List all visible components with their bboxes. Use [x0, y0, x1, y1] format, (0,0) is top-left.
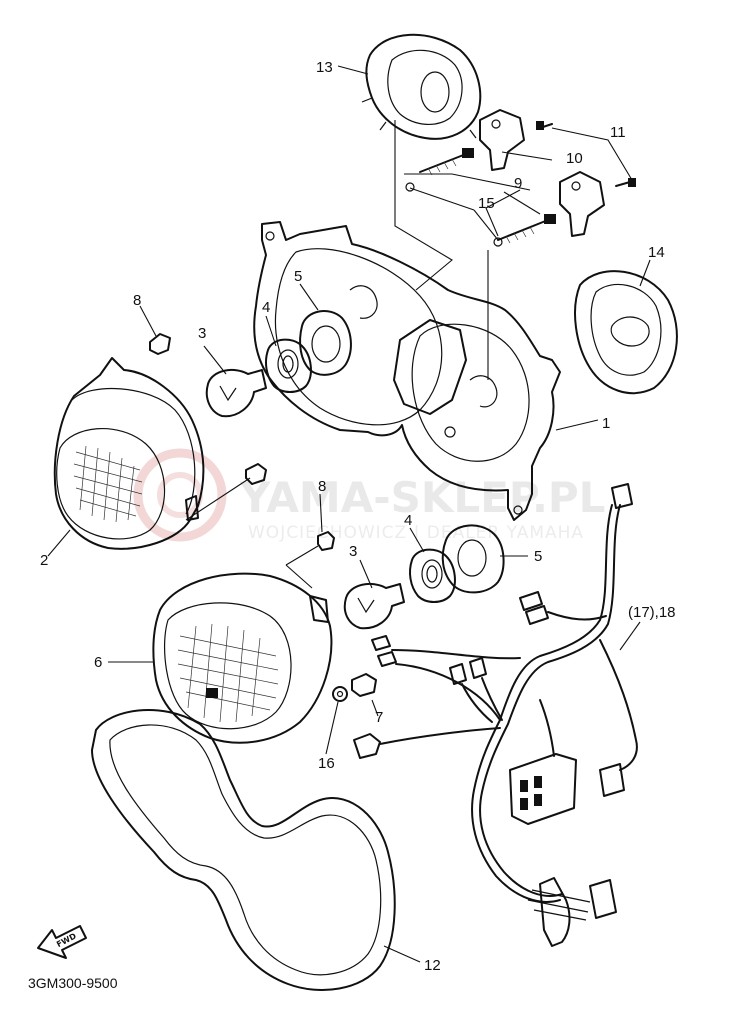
callout-4-lower: 4	[404, 512, 412, 529]
callout-17-18: (17),18	[628, 604, 676, 621]
watermark: YAMA-SKLEP.PL WOJCIECHOWICZ | DEALER YAM…	[133, 448, 605, 543]
callout-10: 10	[566, 150, 583, 167]
leader-lines	[47, 65, 651, 963]
part-headlight-rim	[91, 708, 396, 991]
part-small-connectors	[353, 591, 549, 759]
part-socket-cover-upper	[299, 310, 352, 376]
part-bulb-lower	[343, 582, 405, 630]
callout-9: 9	[514, 175, 522, 192]
callout-3-lower: 3	[349, 543, 357, 560]
callout-3-upper: 3	[198, 325, 206, 342]
part-headlight-left	[53, 357, 205, 550]
part-cap-lower-b	[317, 531, 335, 551]
part-connector	[351, 673, 377, 697]
callout-16: 16	[318, 755, 335, 772]
part-wire-harness	[379, 483, 638, 947]
part-side-cover	[574, 270, 678, 395]
part-stay-brackets	[479, 109, 605, 237]
lens-pattern-right	[177, 623, 279, 723]
part-washer-upper	[405, 182, 415, 192]
part-upper-cover	[361, 33, 482, 140]
watermark-logo-icon	[133, 448, 227, 542]
callout-5-upper: 5	[294, 268, 302, 285]
part-long-bolts	[419, 148, 556, 244]
watermark-brand: YAMA-SKLEP.PL	[239, 473, 605, 522]
callout-labels: 1 2 3 3 4 4 5 5 6 7 8 8 9 10 11 12 13 14…	[40, 59, 676, 974]
harness-connector-main	[509, 753, 577, 825]
part-cap-lower-a	[245, 463, 267, 485]
harness-connector-bottom	[589, 879, 617, 919]
watermark-dealer: WOJCIECHOWICZ | DEALER YAMAHA	[248, 523, 584, 543]
callout-13: 13	[316, 59, 333, 76]
callout-14: 14	[648, 244, 665, 261]
callout-15: 15	[478, 195, 495, 212]
callout-4-upper: 4	[262, 299, 270, 316]
callout-12: 12	[424, 957, 441, 974]
callout-8-lower: 8	[318, 478, 326, 495]
lens-center-mark	[206, 688, 218, 698]
callout-2: 2	[40, 552, 48, 569]
part-housing-bracket	[253, 221, 561, 521]
diagram-code: 3GM300-9500	[28, 975, 118, 991]
callout-11: 11	[610, 124, 626, 141]
callout-5-lower: 5	[534, 548, 542, 565]
part-socket-cover-lower	[441, 524, 505, 594]
callout-7: 7	[375, 709, 383, 726]
callout-8-upper: 8	[133, 292, 141, 309]
callout-1: 1	[602, 415, 610, 432]
part-cap-upper	[149, 333, 171, 355]
part-bulb-socket-upper	[265, 338, 312, 393]
callout-6: 6	[94, 654, 102, 671]
lens-pattern-left	[73, 445, 143, 523]
forward-label: FWD	[55, 931, 78, 949]
part-washer	[332, 686, 348, 702]
forward-arrow-icon: FWD	[37, 925, 87, 959]
part-bolts	[536, 121, 636, 187]
harness-connector-top	[611, 483, 633, 509]
part-headlight-right	[152, 572, 333, 744]
harness-connector-right	[599, 763, 625, 797]
part-bulb-upper	[205, 368, 267, 418]
part-washer-lower	[493, 237, 503, 247]
part-bulb-socket-lower	[409, 548, 456, 603]
